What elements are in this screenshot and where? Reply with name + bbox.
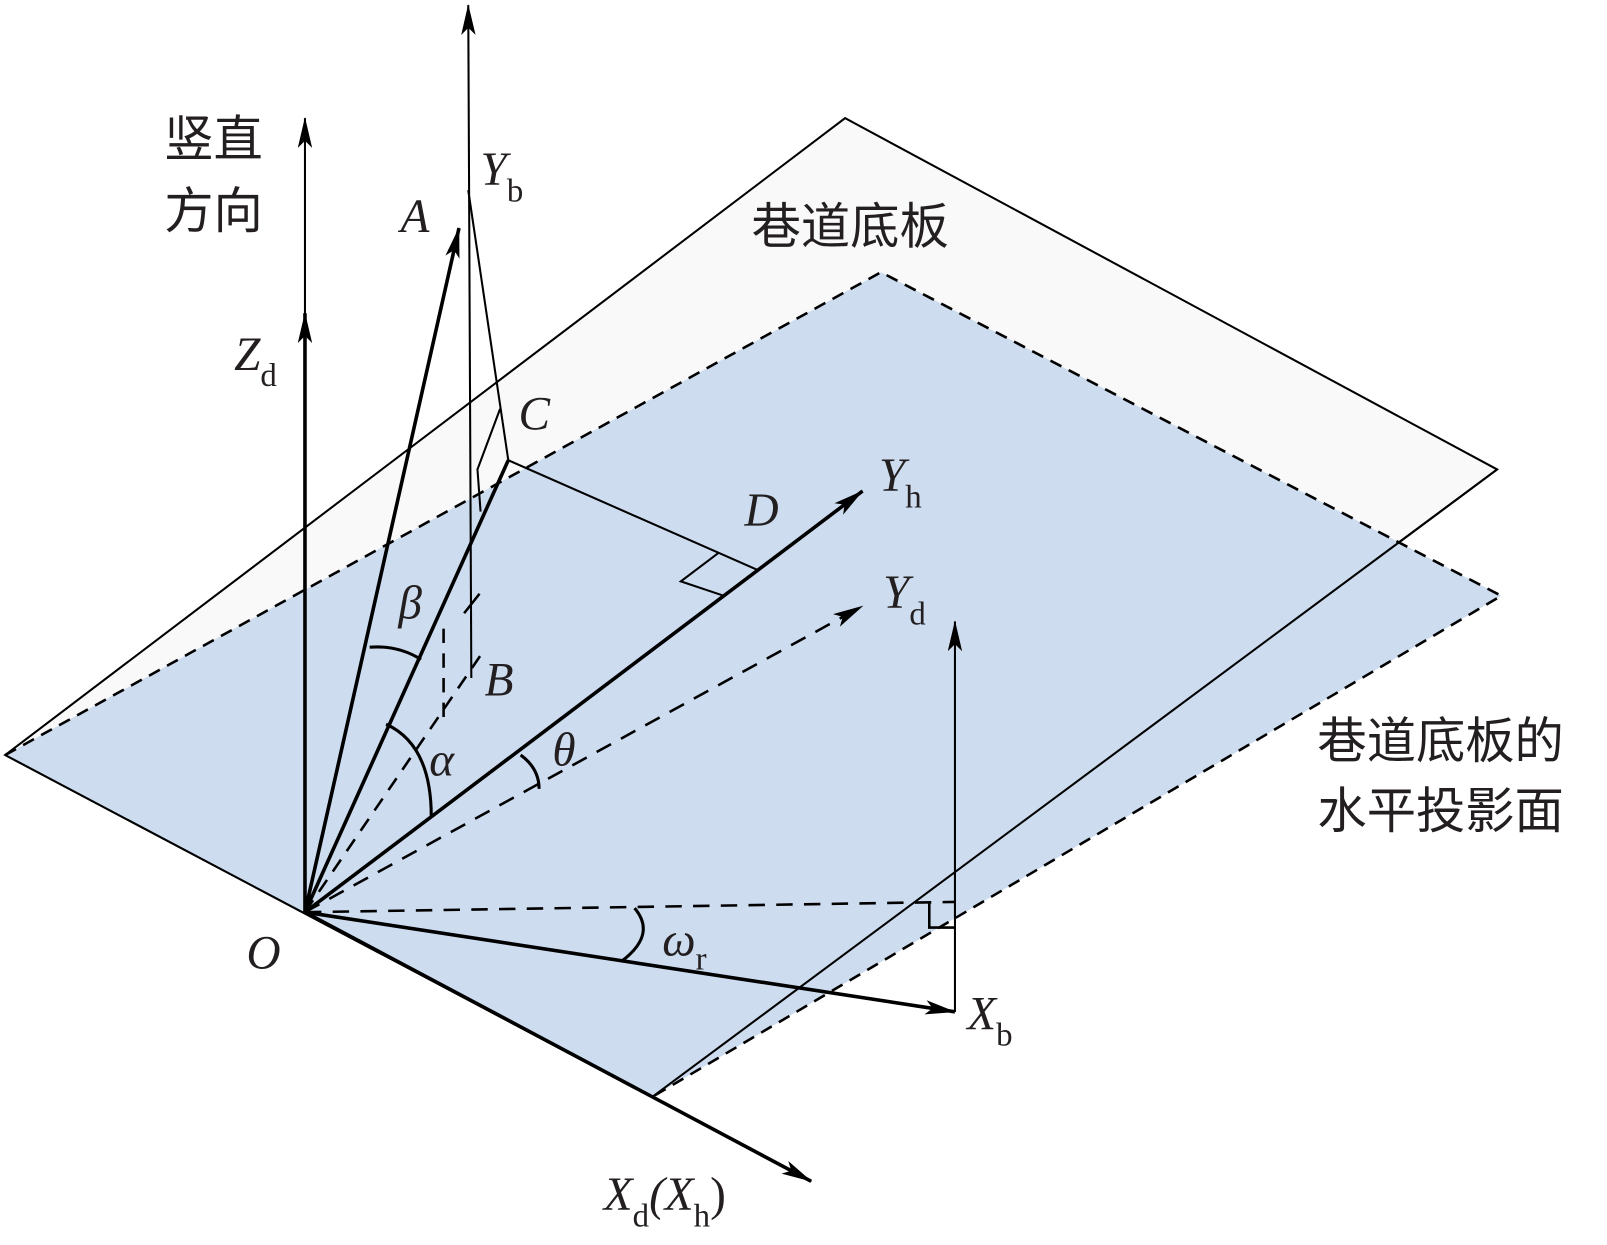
beta-arc bbox=[369, 645, 422, 661]
oc-line bbox=[303, 459, 510, 913]
label-omega-r: ωr bbox=[662, 914, 706, 977]
right-angle-d bbox=[678, 551, 725, 597]
yb-to-c-line bbox=[467, 189, 510, 461]
xd-axis bbox=[304, 910, 813, 1183]
label-vertical-2: 方向 bbox=[164, 182, 263, 240]
label-floor: 巷道底板 bbox=[752, 197, 949, 255]
label-o: O bbox=[246, 928, 280, 980]
xb-projection-dashed bbox=[304, 900, 955, 914]
floor-plane-edge-front bbox=[651, 468, 1498, 1098]
cd-line bbox=[507, 459, 759, 572]
label-d: D bbox=[743, 485, 778, 537]
label-projection-2: 水平投影面 bbox=[1317, 782, 1563, 840]
label-projection-1: 巷道底板的 bbox=[1317, 712, 1563, 770]
label-beta: β bbox=[397, 577, 422, 629]
alpha-arc bbox=[385, 722, 433, 817]
label-b: B bbox=[485, 654, 514, 706]
label-theta: θ bbox=[552, 724, 575, 776]
xb-axis bbox=[304, 910, 956, 1015]
theta-arc bbox=[519, 753, 541, 789]
projection-plane-edge bbox=[4, 270, 1504, 1099]
label-c: C bbox=[519, 388, 551, 440]
label-yd: Yd bbox=[883, 567, 926, 632]
label-zd: Zd bbox=[234, 329, 277, 394]
yb-axis bbox=[461, 4, 476, 678]
label-alpha: α bbox=[429, 735, 455, 787]
right-angle-xb bbox=[928, 901, 955, 929]
label-yb: Yb bbox=[481, 144, 524, 209]
omega-arc bbox=[620, 907, 645, 963]
yh-axis bbox=[303, 489, 864, 914]
yd-axis bbox=[304, 604, 864, 914]
label-vertical-1: 竖直 bbox=[164, 110, 263, 168]
ob-dashed bbox=[303, 654, 482, 913]
label-a: A bbox=[397, 191, 430, 243]
projection-plane bbox=[5, 272, 1502, 1098]
label-xb: Xb bbox=[965, 988, 1012, 1053]
label-xd-xh: Xd(Xh) bbox=[602, 1169, 726, 1234]
oa-vector bbox=[303, 227, 461, 913]
b-dashed-top bbox=[463, 592, 481, 615]
label-yh: Yh bbox=[879, 450, 922, 515]
right-angle-c bbox=[476, 408, 502, 512]
